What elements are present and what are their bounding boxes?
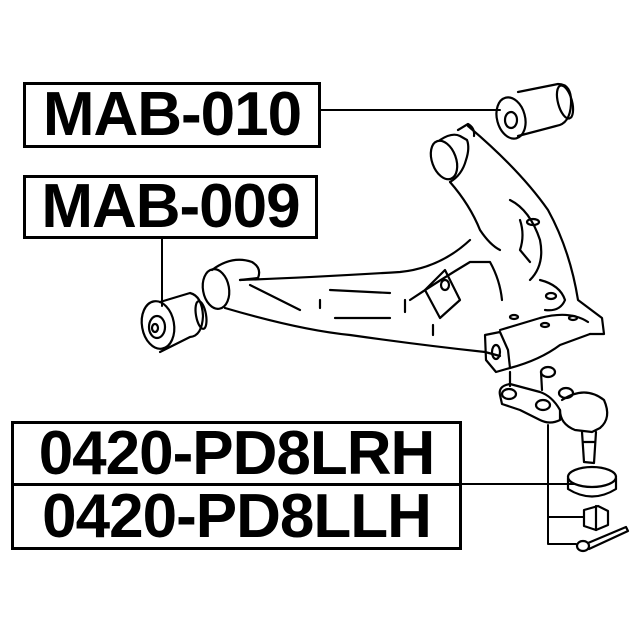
ball-joint-icon xyxy=(498,365,630,553)
bushing-mab-009-icon xyxy=(140,291,208,354)
bushing-mab-010-icon xyxy=(495,82,575,140)
part-label-mab-009: MAB-009 xyxy=(23,175,318,239)
part-label-0420-pd8llh: 0420-PD8LLH xyxy=(11,483,462,550)
leader-cotter-pin xyxy=(547,424,577,545)
part-number-text: 0420-PD8LRH xyxy=(38,418,436,488)
leader-lines xyxy=(161,109,585,545)
part-number-text: 0420-PD8LLH xyxy=(42,481,432,551)
part-label-0420-pd8lrh: 0420-PD8LRH xyxy=(11,421,462,486)
part-number-text: MAB-010 xyxy=(42,80,302,149)
part-number-text: MAB-009 xyxy=(41,172,300,241)
part-label-mab-010: MAB-010 xyxy=(23,82,321,148)
lower-control-arm-icon xyxy=(201,122,606,374)
